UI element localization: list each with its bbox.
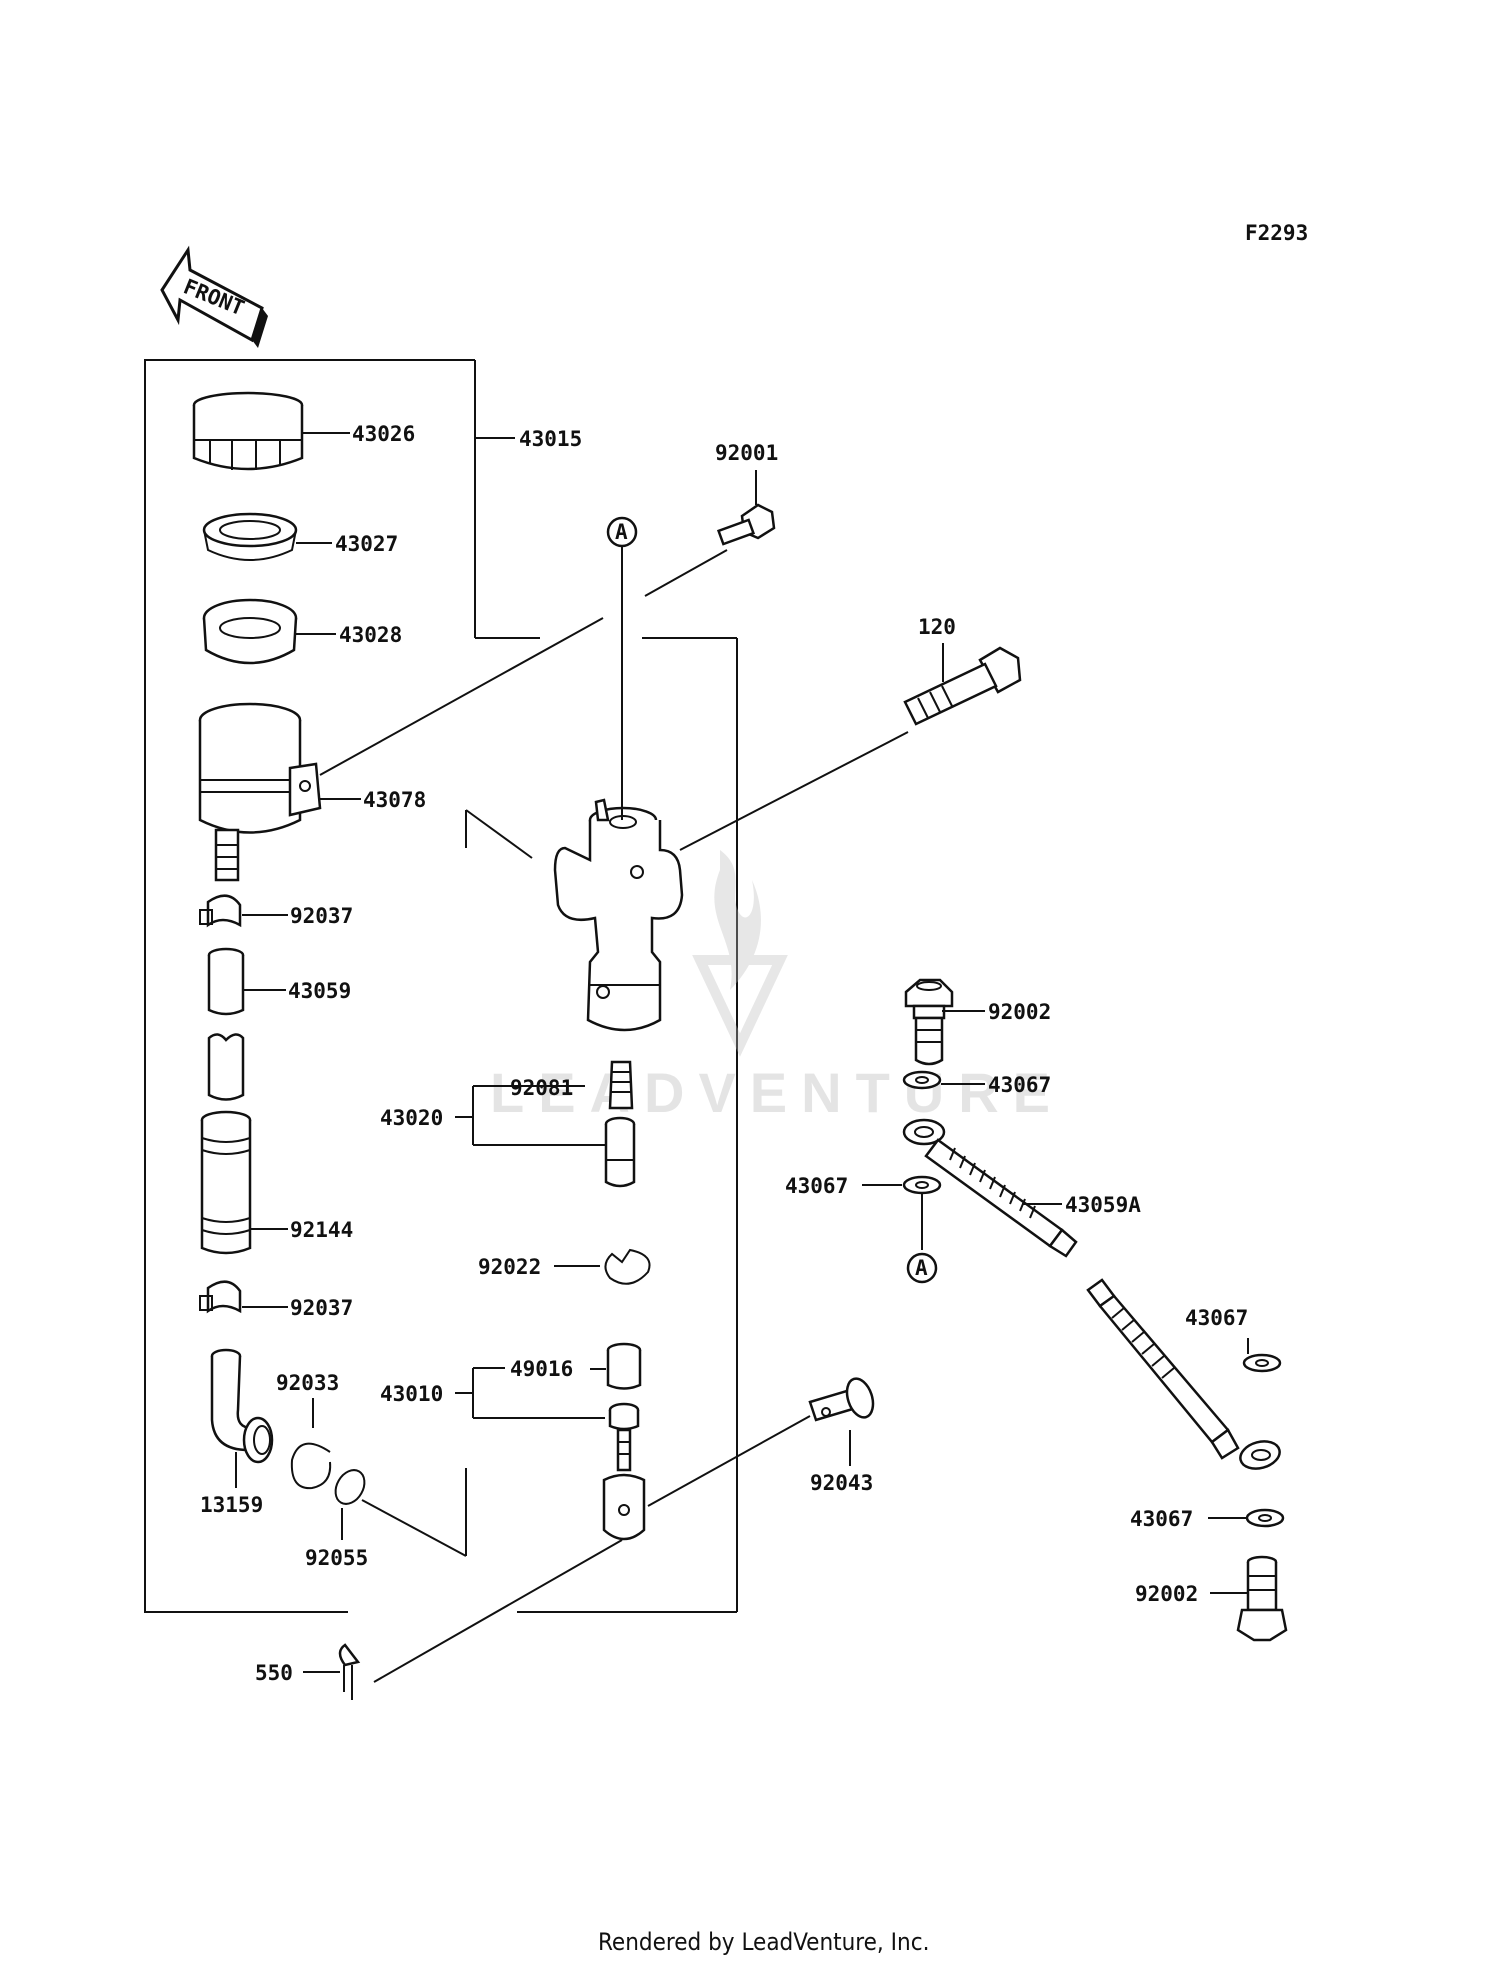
label-92002-upper: 92002 xyxy=(988,1000,1051,1024)
push-rod-part xyxy=(602,1402,646,1541)
label-43020: 43020 xyxy=(380,1106,443,1130)
label-92043: 92043 xyxy=(810,1471,873,1495)
reservoir-cap-part xyxy=(192,391,304,471)
label-43067-b: 43067 xyxy=(785,1174,848,1198)
label-43015: 43015 xyxy=(519,427,582,451)
elbow-fitting-part xyxy=(210,1348,274,1464)
label-92037-lower: 92037 xyxy=(290,1296,353,1320)
diaphragm-plate-part xyxy=(202,598,298,665)
footer-credit: Rendered by LeadVenture, Inc. xyxy=(598,1928,929,1956)
washer-part-c xyxy=(1242,1353,1282,1373)
label-43078: 43078 xyxy=(363,788,426,812)
reservoir-bolt-part xyxy=(716,503,776,546)
banjo-bolt-part-lower xyxy=(1236,1555,1288,1642)
label-43059: 43059 xyxy=(288,979,351,1003)
banjo-bolt-part-upper xyxy=(904,978,954,1066)
label-43026: 43026 xyxy=(352,422,415,446)
push-rod-group-bracket xyxy=(455,1367,605,1419)
label-92033: 92033 xyxy=(276,1371,339,1395)
o-ring-part xyxy=(334,1469,366,1505)
callout-a-lower-icon xyxy=(906,1252,938,1284)
watermark-text: LEADVENTURE xyxy=(490,1061,1064,1124)
label-13159: 13159 xyxy=(200,1493,263,1517)
watermark-logo xyxy=(692,850,788,1057)
hose-clip-part-lower xyxy=(199,1280,242,1314)
mounting-bolt-part xyxy=(903,646,1022,726)
reservoir-hose-part xyxy=(207,947,245,1016)
hose-protector-part xyxy=(200,1110,252,1255)
boot-part xyxy=(606,1342,642,1390)
label-43028: 43028 xyxy=(339,623,402,647)
label-43027: 43027 xyxy=(335,532,398,556)
label-43067-a: 43067 xyxy=(988,1073,1051,1097)
clevis-pin-part xyxy=(808,1377,875,1422)
label-92002-lower: 92002 xyxy=(1135,1582,1198,1606)
assembly-43015-frame xyxy=(144,359,738,1613)
label-92055: 92055 xyxy=(305,1546,368,1570)
hose-section-part xyxy=(207,1033,245,1101)
diaphragm-part xyxy=(202,512,298,561)
cotter-pin-part xyxy=(338,1643,361,1700)
piston-part xyxy=(604,1116,636,1188)
brake-hose-part-lower xyxy=(1086,1278,1281,1470)
label-43067-c: 43067 xyxy=(1185,1306,1248,1330)
washer-part-b xyxy=(902,1175,942,1195)
figure-code: F2293 xyxy=(1245,221,1308,245)
reservoir-part xyxy=(198,702,322,882)
spring-part xyxy=(608,1060,634,1110)
snap-ring-part xyxy=(604,1248,651,1285)
label-550: 550 xyxy=(255,1661,293,1685)
label-92022: 92022 xyxy=(478,1255,541,1279)
label-92037-upper: 92037 xyxy=(290,904,353,928)
label-49016: 49016 xyxy=(510,1357,573,1381)
callout-a-lower: A xyxy=(915,1256,928,1280)
circlip-part xyxy=(290,1442,332,1490)
callout-a-upper: A xyxy=(615,520,628,544)
piston-group-bracket xyxy=(455,1085,605,1146)
front-arrow-icon: FRONT xyxy=(160,245,268,348)
washer-part-d xyxy=(1245,1508,1285,1528)
label-43059A: 43059A xyxy=(1065,1193,1141,1217)
label-43010: 43010 xyxy=(380,1382,443,1406)
label-43067-d: 43067 xyxy=(1130,1507,1193,1531)
label-120: 120 xyxy=(918,615,956,639)
label-92081: 92081 xyxy=(510,1076,573,1100)
hose-clip-part-upper xyxy=(199,894,242,928)
label-92001: 92001 xyxy=(715,441,778,465)
master-cylinder-body-part xyxy=(553,798,684,1032)
washer-part-a xyxy=(902,1070,942,1090)
label-92144: 92144 xyxy=(290,1218,353,1242)
